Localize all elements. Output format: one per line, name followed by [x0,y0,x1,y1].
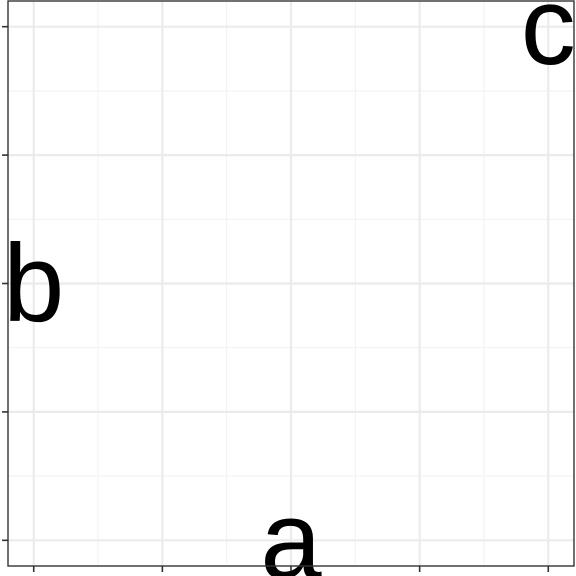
grid-major-lines [8,1,574,566]
point-labels: a b c [3,0,576,576]
axis-ticks [2,25,550,572]
panel-border [7,0,575,567]
point-label-c: c [521,0,576,88]
point-label-b: b [3,222,64,345]
point-label-a: a [260,479,322,576]
